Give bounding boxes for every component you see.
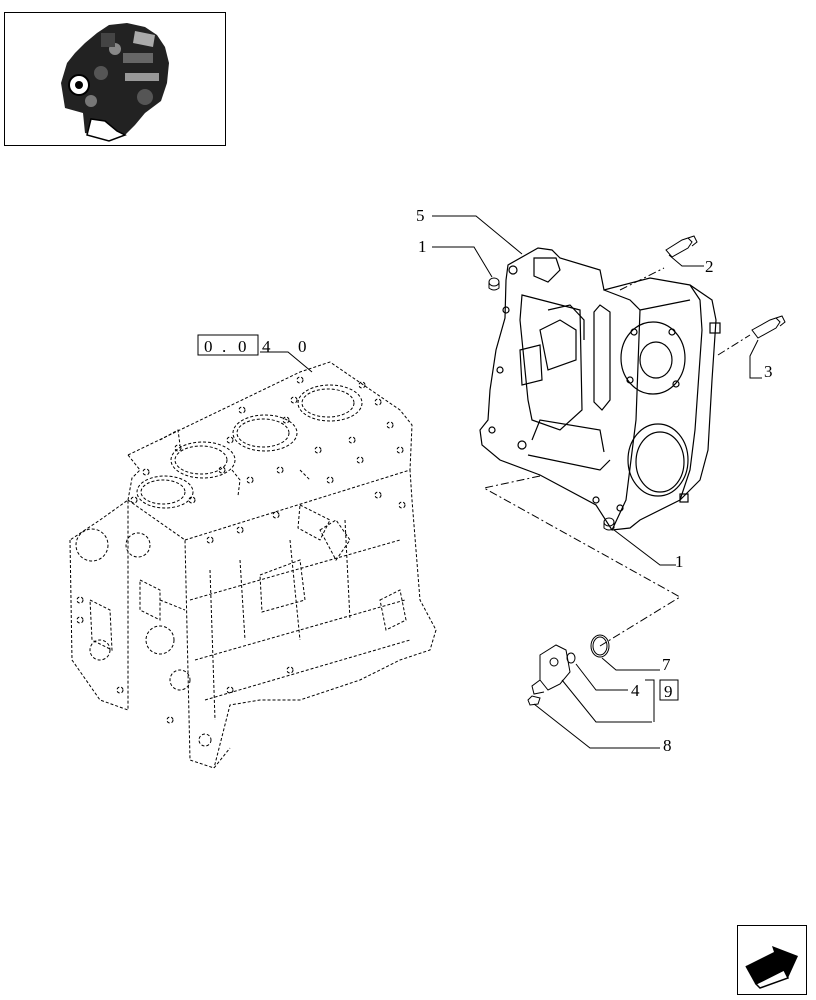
plug-1-top (488, 277, 500, 291)
callout-9-box[interactable]: 9 (664, 682, 673, 701)
ref-char-4: 0 (298, 337, 307, 356)
ref-char-3: 4 (262, 337, 271, 356)
bolt-2 (665, 235, 698, 258)
engine-thumbnail-icon (61, 23, 169, 142)
leader-lines (260, 215, 762, 749)
ref-char-1: . (222, 337, 226, 356)
sensor-unit (531, 644, 571, 695)
group-reference-box[interactable]: 0 . 0 4 0 (197, 334, 307, 356)
callout-1-top[interactable]: 1 (418, 237, 427, 256)
next-page-button[interactable] (737, 925, 807, 995)
engine-block-outline (69, 361, 437, 769)
callout-5[interactable]: 5 (416, 206, 425, 225)
o-ring-7 (590, 634, 610, 658)
plug-1-bottom (603, 517, 615, 531)
ref-char-2: 0 (238, 337, 247, 356)
callout-7[interactable]: 7 (662, 655, 671, 674)
ref-char-0: 0 (204, 337, 213, 356)
engine-thumbnail (4, 12, 226, 146)
callout-8[interactable]: 8 (663, 736, 672, 755)
callout-2[interactable]: 2 (705, 257, 714, 276)
bolt-3 (751, 315, 786, 339)
assembly-lines (482, 267, 751, 647)
callout-4[interactable]: 4 (631, 681, 640, 700)
callout-1-bottom[interactable]: 1 (675, 552, 684, 571)
screw-8 (527, 695, 541, 706)
callout-3[interactable]: 3 (764, 362, 773, 381)
next-page-arrow-icon (745, 946, 798, 989)
timing-gear-housing (479, 247, 721, 531)
o-ring-4 (566, 652, 576, 664)
